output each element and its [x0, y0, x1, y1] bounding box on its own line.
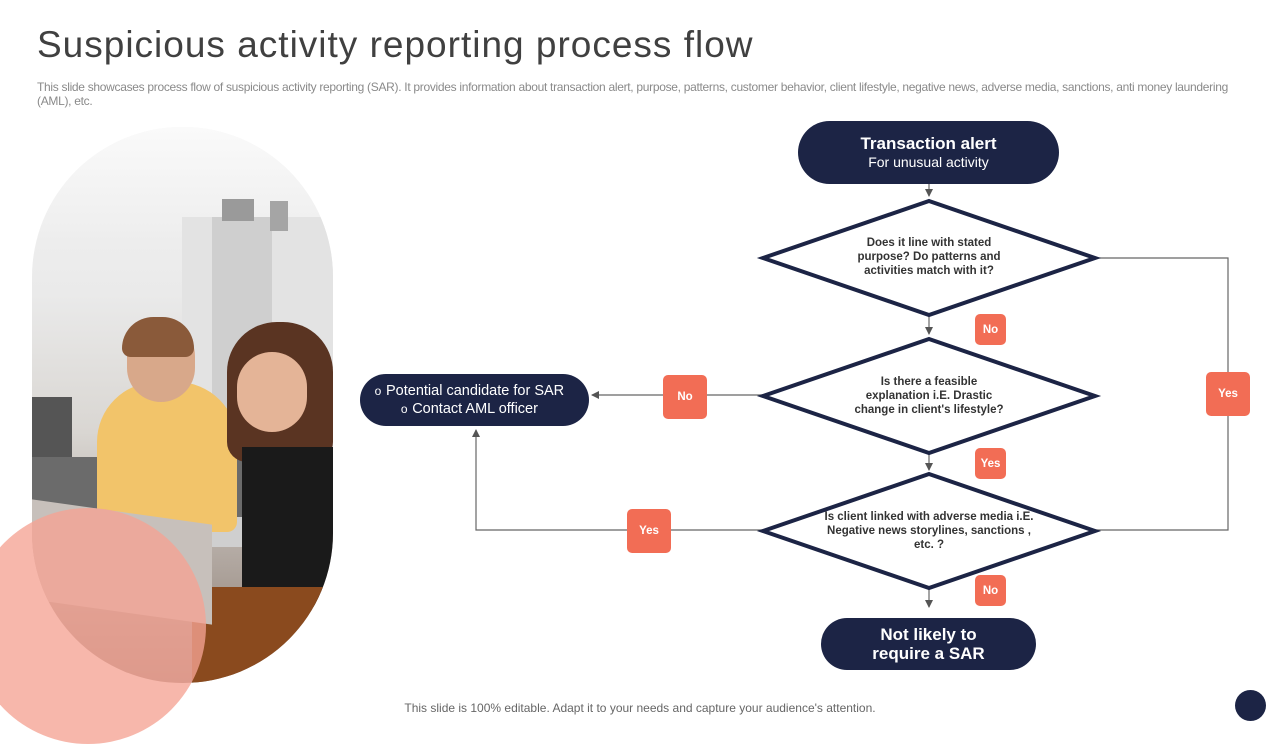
decision-2-text: Is there a feasible explanation i.E. Dra… — [854, 376, 1004, 416]
start-node: Transaction alert For unusual activity — [798, 121, 1059, 184]
end-node: Not likely to require a SAR — [821, 618, 1036, 670]
team-photo — [32, 127, 333, 683]
photo-person-left-hair — [122, 317, 194, 357]
end-text: Not likely to require a SAR — [872, 625, 985, 663]
decision-diamond-3 — [756, 471, 1102, 591]
photo-skirt — [192, 587, 333, 683]
decision-1-text: Does it line with stated purpose? Do pat… — [857, 237, 1001, 277]
connector-d3-yes — [472, 429, 763, 531]
label-d2-yes: Yes — [975, 448, 1006, 479]
page-indicator — [1235, 690, 1266, 721]
photo-person-right — [242, 447, 333, 607]
decision-diamond-1 — [756, 198, 1102, 318]
sar-list: Potential candidate for SAR Contact AML … — [370, 382, 564, 418]
sar-node: Potential candidate for SAR Contact AML … — [360, 374, 589, 426]
label-d1-yes: Yes — [1206, 372, 1250, 416]
label-d3-yes: Yes — [627, 509, 671, 553]
decision-diamond-2 — [756, 336, 1102, 456]
photo-person-left — [97, 382, 237, 532]
page-title: Suspicious activity reporting process fl… — [37, 24, 754, 65]
label-d3-no: No — [975, 575, 1006, 606]
page-subtitle: This slide showcases process flow of sus… — [37, 80, 1228, 108]
photo-vent — [270, 201, 288, 231]
photo-person-right-head — [237, 352, 307, 432]
photo-vent — [222, 199, 254, 221]
flow-connectors — [472, 184, 1229, 608]
sar-item: Contact AML officer — [370, 400, 564, 418]
label-d1-no: No — [975, 314, 1006, 345]
footer-note: This slide is 100% editable. Adapt it to… — [404, 701, 876, 715]
decorative-circle — [0, 508, 206, 744]
decision-3-text: Is client linked with adverse media i.E.… — [824, 511, 1034, 551]
start-subtitle: For unusual activity — [868, 154, 989, 170]
label-d2-no: No — [663, 375, 707, 419]
start-title: Transaction alert — [860, 134, 997, 153]
sar-item: Potential candidate for SAR — [370, 382, 564, 400]
